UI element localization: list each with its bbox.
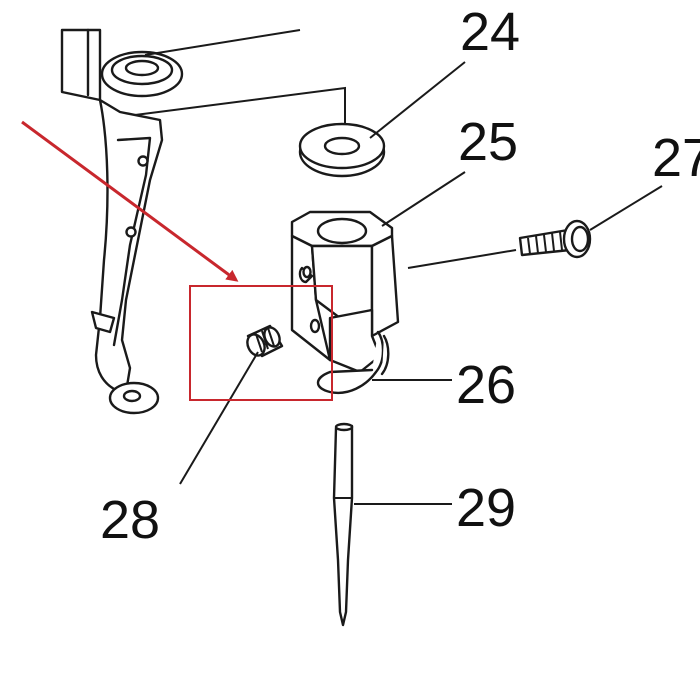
part-29-needle [332, 422, 354, 627]
spring-washer-upper [100, 50, 184, 98]
assembly-line-to-washer [134, 86, 346, 140]
leader-28 [179, 351, 259, 485]
leader-24 [369, 61, 466, 139]
highlight-box [189, 285, 333, 401]
part-25-needle-clamp [290, 210, 400, 374]
highlight-arrow [21, 120, 239, 282]
label-24: 24 [460, 2, 520, 62]
leader-25 [381, 171, 466, 227]
label-29: 29 [456, 478, 516, 538]
leader-27 [589, 185, 663, 231]
assembly-line-upper [144, 29, 301, 56]
label-25: 25 [458, 112, 518, 172]
part-28-set-screw [246, 324, 284, 358]
part-24-washer [298, 122, 386, 178]
presser-arm-assembly [60, 28, 164, 415]
leader-27-to-clamp [407, 249, 517, 269]
label-28: 28 [100, 490, 160, 550]
label-27: 27 [652, 128, 700, 188]
part-26-thread-guide [316, 330, 390, 395]
label-26: 26 [456, 355, 516, 415]
part-27-screw [518, 219, 592, 259]
